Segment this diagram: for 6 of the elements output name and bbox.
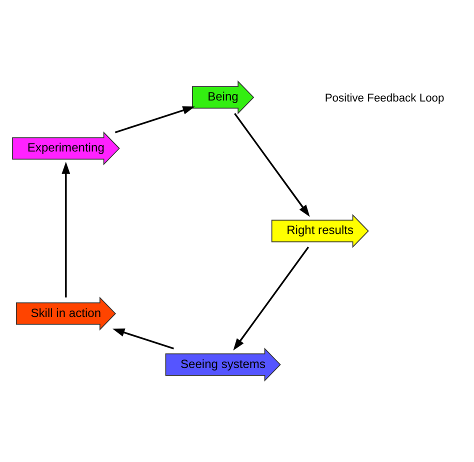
arrow [234, 113, 310, 217]
arrow [112, 328, 174, 350]
arrow [114, 106, 194, 134]
label: Positive Feedback Loop [324, 92, 444, 104]
arrow [61, 162, 70, 298]
arrow [232, 246, 309, 351]
